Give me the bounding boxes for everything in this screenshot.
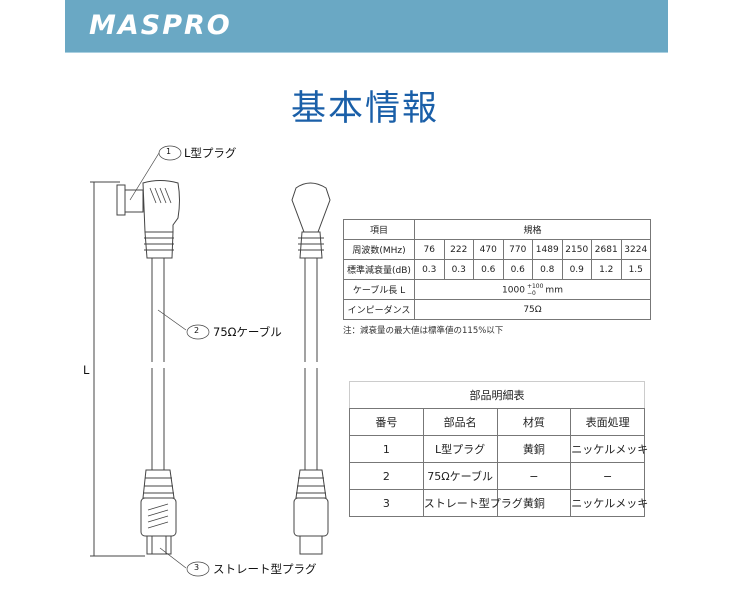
attenuation-value: 0.3 (443, 259, 474, 280)
callout-1-label: L型プラグ (184, 146, 237, 160)
cell: ニッケルメッキ (570, 489, 648, 517)
maspro-logo: MASPRO (89, 10, 232, 41)
attenuation-value: 0.3 (414, 259, 445, 280)
spec-table: 項目 規格 周波数(MHz) 76 222 470 770 1489 2150 … (343, 219, 651, 320)
cable-length-unit: mm (545, 285, 563, 295)
parts-header-row: 番号 部品名 材質 表面処理 (349, 408, 645, 436)
table-row: 1 L型プラグ 黄銅 ニッケルメッキ (349, 435, 648, 463)
spec-section: 項目 規格 周波数(MHz) 76 222 470 770 1489 2150 … (343, 219, 651, 336)
cell: − (496, 462, 572, 490)
leader-lines (129, 145, 210, 577)
tolerance-minus: −0 (526, 289, 536, 297)
cell: ストレート型プラグ (422, 489, 523, 517)
dimension-label: L (83, 363, 90, 377)
table-row: 2 75Ωケーブル − − (349, 462, 645, 490)
attenuation-value: 0.9 (561, 259, 592, 280)
cell: 75Ωケーブル (422, 462, 498, 490)
cell: 3 (349, 489, 424, 517)
parts-caption: 部品明細表 (349, 381, 645, 409)
impedance-value: 75Ω (414, 299, 651, 320)
table-row: 3 ストレート型プラグ 黄銅 ニッケルメッキ (349, 489, 648, 517)
column-header: 部品名 (422, 408, 498, 436)
column-header: 材質 (496, 408, 572, 436)
callout-3-number: 3 (194, 563, 200, 572)
frequency-value: 770 (502, 239, 533, 260)
frequency-value: 3224 (620, 239, 651, 260)
attenuation-value: 1.5 (620, 259, 651, 280)
attenuation-value: 0.8 (532, 259, 563, 280)
attenuation-value: 0.6 (473, 259, 504, 280)
column-header: 表面処理 (570, 408, 645, 436)
frequency-value: 76 (414, 239, 445, 260)
straight-plug-front (140, 469, 177, 555)
spec-note: 注：減衰量の最大値は標準値の115%以下 (343, 326, 504, 336)
callout-2-label: 75Ωケーブル (213, 325, 282, 339)
frequency-value: 2150 (561, 239, 592, 260)
cable-length-tolerance: +100−0 (527, 283, 543, 297)
cable-front (151, 258, 165, 470)
spec-header-item: 項目 (343, 219, 415, 240)
attenuation-row: 標準減衰量(dB) 0.3 0.3 0.6 0.6 0.8 0.9 1.2 1.… (343, 259, 651, 280)
frequency-row: 周波数(MHz) 76 222 470 770 1489 2150 2681 3… (343, 239, 651, 260)
page-title: 基本情報 (290, 89, 439, 129)
cell: 黄銅 (496, 489, 572, 517)
side-view (291, 182, 331, 555)
cell: 黄銅 (496, 435, 572, 463)
header-band: MASPRO (65, 0, 668, 53)
callout-3-label: ストレート型プラグ (213, 562, 317, 576)
frequency-label: 周波数(MHz) (343, 239, 415, 260)
parts-table: 部品明細表 番号 部品名 材質 表面処理 1 L型プラグ 黄銅 ニッケルメッキ … (349, 381, 648, 517)
cell: 1 (349, 435, 424, 463)
cell: 2 (349, 462, 424, 490)
column-header: 番号 (349, 408, 424, 436)
attenuation-value: 0.6 (502, 259, 533, 280)
callout-2-number: 2 (194, 326, 200, 335)
cell: L型プラグ (422, 435, 498, 463)
dimension-line (90, 181, 145, 557)
frequency-value: 2681 (591, 239, 622, 260)
l-plug-front (116, 180, 180, 259)
attenuation-value: 1.2 (591, 259, 622, 280)
impedance-label: インピーダンス (343, 299, 415, 320)
frequency-value: 470 (473, 239, 504, 260)
impedance-row: インピーダンス 75Ω (343, 299, 651, 320)
frequency-value: 222 (443, 239, 474, 260)
parts-caption-row: 部品明細表 (349, 381, 645, 409)
cable-length-value: 1000 (502, 285, 525, 295)
attenuation-label: 標準減衰量(dB) (343, 259, 415, 280)
spec-header-row: 項目 規格 (343, 219, 651, 240)
cell: ニッケルメッキ (570, 435, 648, 463)
spec-header-spec: 規格 (414, 219, 651, 240)
callout-1-number: 1 (166, 147, 172, 156)
frequency-value: 1489 (532, 239, 563, 260)
cell: − (570, 462, 645, 490)
cable-length-label: ケーブル長 L (343, 279, 415, 300)
tolerance-plus: +100 (526, 282, 544, 290)
